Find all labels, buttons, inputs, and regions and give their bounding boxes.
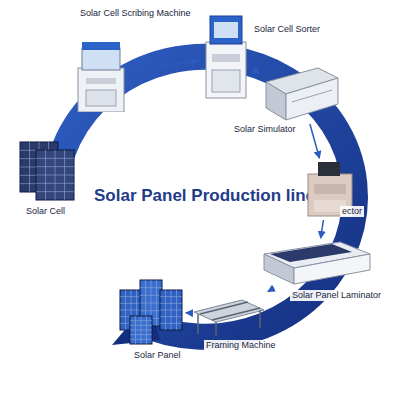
flow-arrow: [268, 288, 274, 292]
machine-node: Solar Panel Laminator: [262, 240, 372, 286]
machine-picture: [70, 38, 134, 112]
machine-picture: [190, 292, 266, 338]
flow-arrow: [310, 124, 320, 158]
flow-arrow: [66, 114, 80, 138]
machine-label: Solar Panel: [132, 350, 183, 361]
flow-arrow: [136, 61, 198, 70]
machine-node: Solar Cell: [18, 140, 76, 202]
machine-node: Solar Simulator: [262, 62, 340, 122]
machine-label: Framing Machine: [204, 340, 278, 351]
machine-label: ector: [340, 206, 364, 217]
machine-node: Solar Panel: [118, 276, 184, 346]
machine-node: Solar Cell Scribing Machine: [70, 38, 134, 112]
machine-picture: [262, 240, 372, 286]
machine-label: Solar Panel Laminator: [290, 290, 383, 301]
machine-picture: [118, 276, 184, 346]
diagram-title: Solar Panel Production line: [94, 186, 315, 206]
machine-label: Solar Cell Scribing Machine: [78, 8, 193, 19]
machine-picture: [18, 140, 76, 202]
machine-label: Solar Simulator: [232, 124, 298, 135]
machine-picture: [200, 14, 250, 100]
machine-label: Solar Cell Sorter: [252, 24, 322, 35]
machine-label: Solar Cell: [24, 206, 67, 217]
flow-arrow: [321, 220, 324, 238]
flow-arrow: [186, 312, 188, 314]
machine-picture: [262, 62, 340, 122]
machine-node: Solar Cell Sorter: [200, 14, 250, 100]
machine-node: Framing Machine: [190, 292, 266, 338]
flow-arrow: [252, 69, 260, 73]
machine-node: ector: [300, 160, 356, 218]
